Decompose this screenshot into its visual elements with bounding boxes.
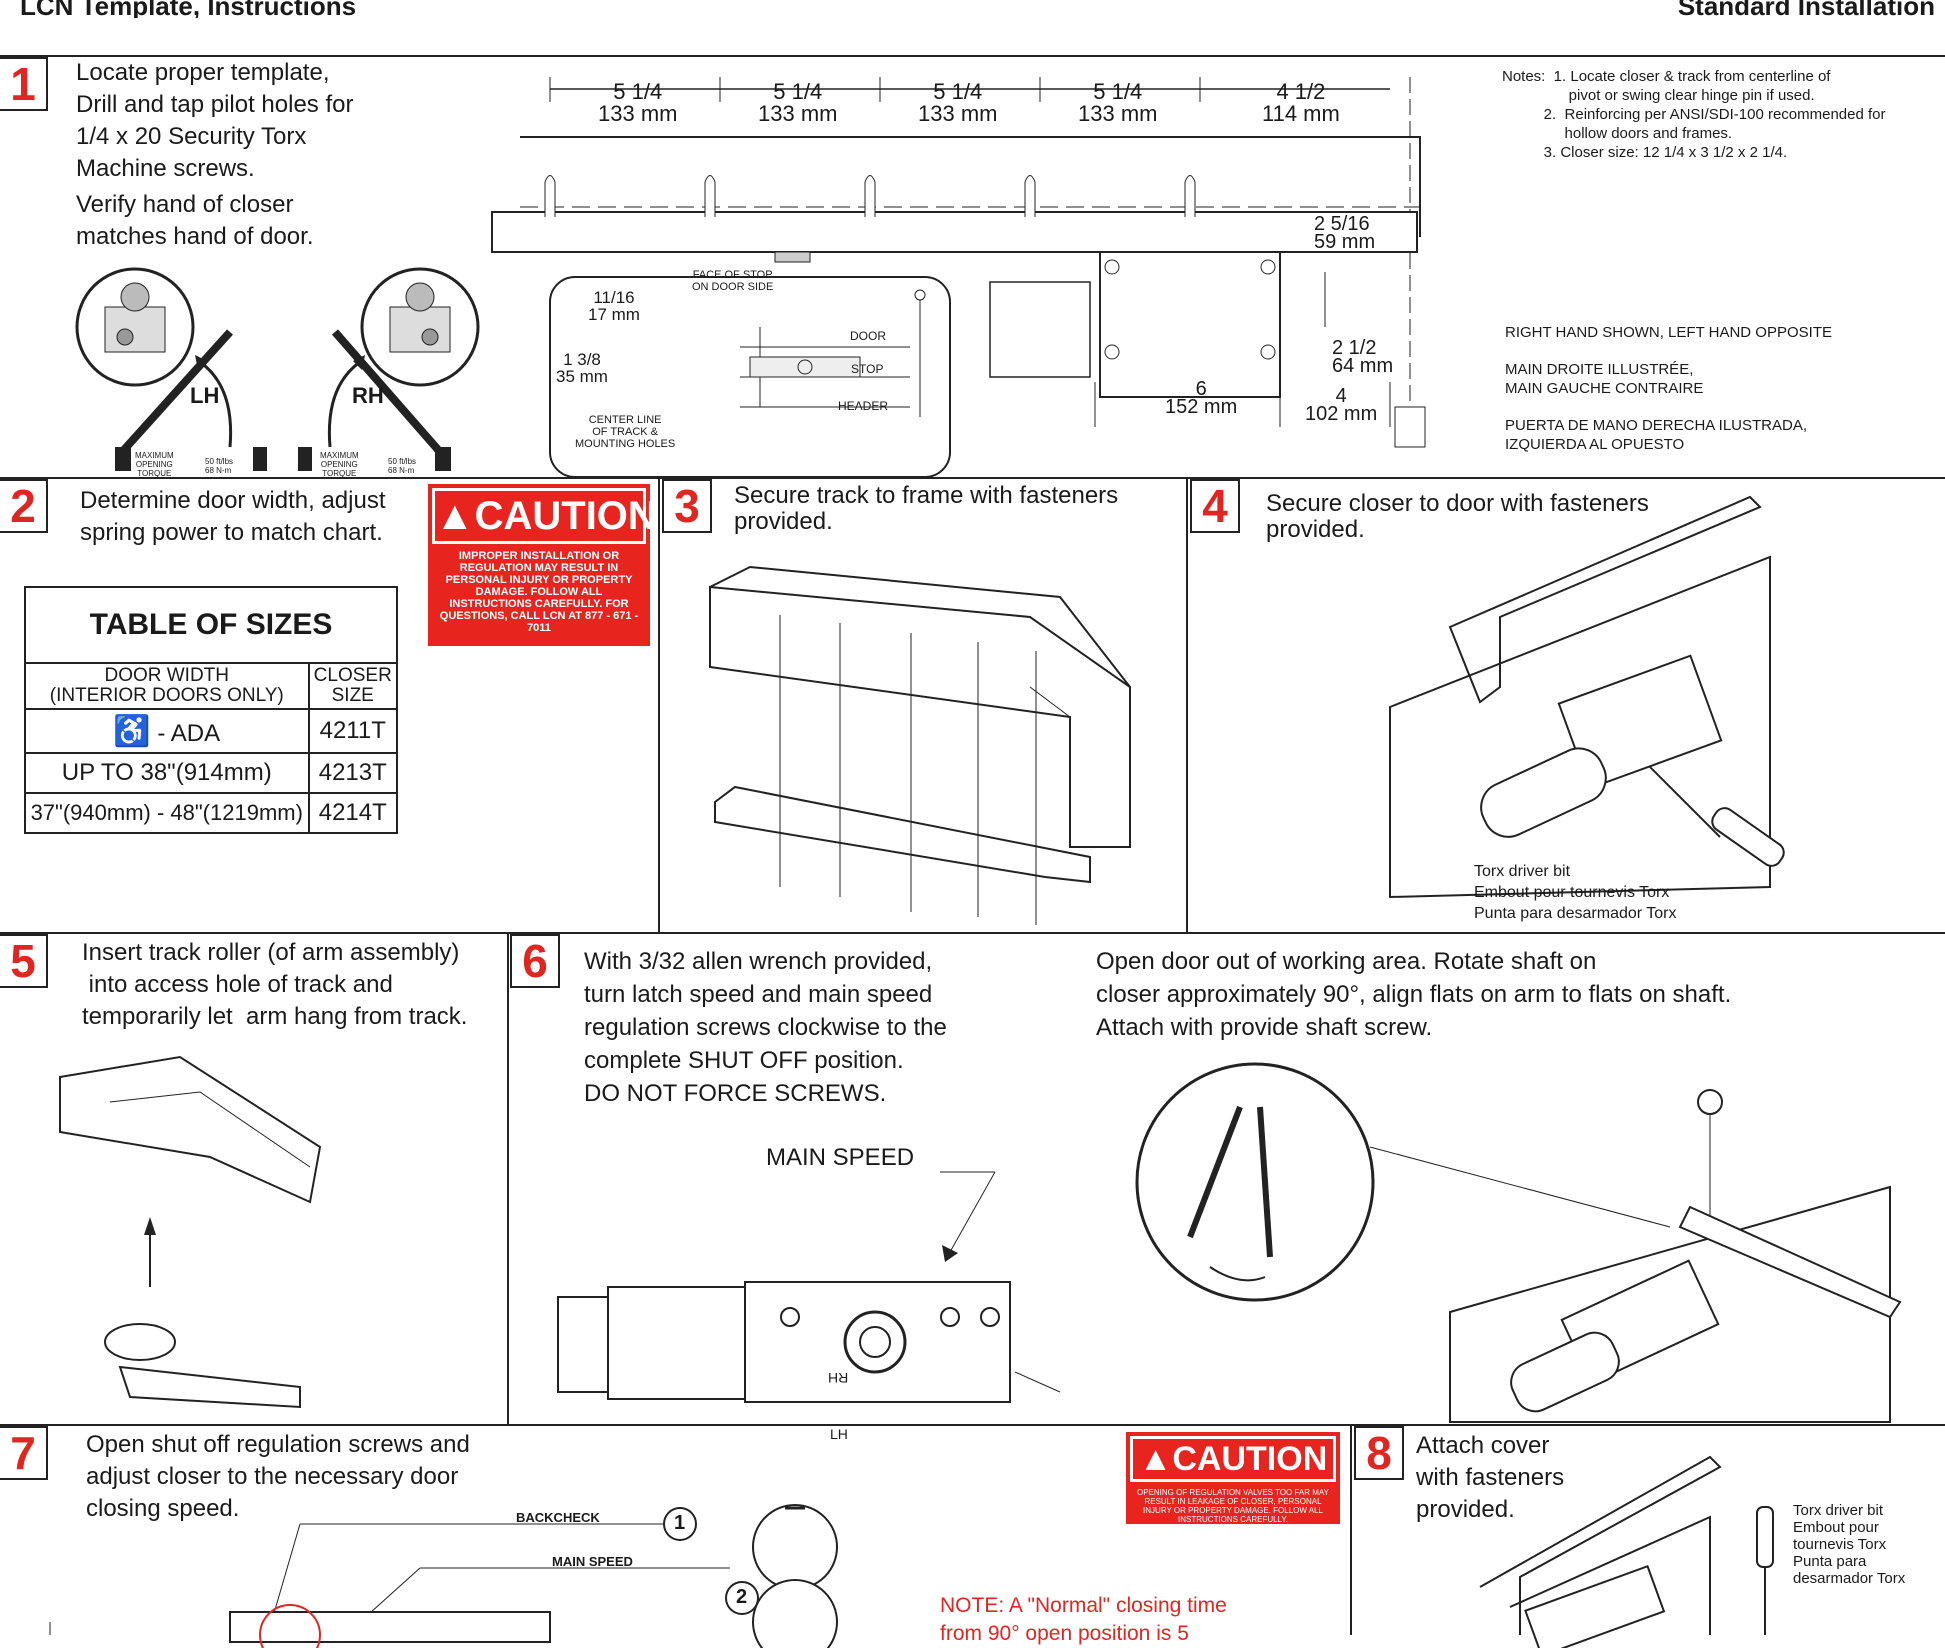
- step6-rh-label: RH: [828, 1370, 849, 1386]
- step-number-8: 8: [1354, 1426, 1404, 1480]
- rh-closer-illustration: [298, 267, 480, 471]
- table-title: TABLE OF SIZES: [24, 586, 398, 664]
- step-number-6: 6: [510, 934, 560, 988]
- step8-text: Attach cover with fasteners provided.: [1416, 1432, 1565, 1523]
- table-row: ♿ - ADA 4211T: [24, 708, 398, 754]
- row-divider-3: [0, 1424, 1945, 1426]
- callout-2: 2: [736, 1586, 748, 1608]
- step-number-1: 1: [0, 57, 48, 111]
- row-divider-1: [0, 477, 1945, 479]
- step8-driver-bit: Torx driver bit Embout pour tournevis To…: [1793, 1502, 1906, 1587]
- closer-regulation-diagram: [557, 1171, 1061, 1403]
- step4-text: Secure closer to door with fasteners pro…: [1266, 490, 1649, 543]
- regulation-adjust-diagram: [49, 1504, 838, 1648]
- header-right: Standard Installation: [1677, 0, 1935, 18]
- rh-label: RH: [352, 383, 384, 408]
- template-drawing: [491, 77, 1426, 478]
- step2-caution: ▲CAUTION IMPROPER INSTALLATION OR REGULA…: [428, 484, 657, 646]
- caution-body: IMPROPER INSTALLATION OR REGULATION MAY …: [439, 550, 639, 634]
- header-left: LCN Template, Instructions: [20, 0, 357, 18]
- callout-1: 1: [674, 1512, 686, 1534]
- step1-notes: Notes: 1. Locate closer & track from cen…: [1502, 68, 1886, 161]
- caution-heading: ▲CAUTION: [432, 488, 657, 544]
- detail-center-line: CENTER LINE OF TRACK & MOUNTING HOLES: [575, 414, 676, 450]
- backcheck-label: BACKCHECK: [516, 1510, 600, 1525]
- detail-header: HEADER: [838, 399, 889, 413]
- step3-text: Secure track to frame with fasteners pro…: [734, 482, 1119, 535]
- col-divider-7-8: [1350, 1424, 1352, 1635]
- detail-stop: STOP: [851, 362, 884, 376]
- step-number-2: 2: [0, 479, 48, 533]
- table-row: UP TO 38"(914mm) 4213T: [24, 752, 398, 794]
- lh-label: LH: [190, 383, 220, 408]
- col-divider-3-4: [1186, 477, 1188, 932]
- step7-note: NOTE: A "Normal" closing time from 90° o…: [940, 1594, 1227, 1645]
- row-divider-2: [0, 932, 1945, 934]
- caution-body-7: OPENING OF REGULATION VALVES TOO FAR MAY…: [1136, 1488, 1330, 1524]
- step-number-5: 5: [0, 934, 48, 988]
- main-speed-label-7: MAIN SPEED: [552, 1554, 633, 1569]
- table-header-width: DOOR WIDTH (INTERIOR DOORS ONLY): [24, 662, 310, 710]
- step-number-7: 7: [0, 1426, 48, 1480]
- dim-2-1-2: 2 1/2 64 mm: [1332, 337, 1394, 377]
- detail-11-16: 11/16 17 mm: [588, 288, 640, 324]
- step1-text: Locate proper template, Drill and tap pi…: [76, 59, 354, 182]
- detail-1-3-8: 1 3/8 35 mm: [556, 350, 608, 386]
- table-of-sizes: TABLE OF SIZES DOOR WIDTH (INTERIOR DOOR…: [24, 586, 398, 834]
- closer-door-illustration: [1389, 495, 1785, 899]
- rh-torque-value: 50 ft/lbs 68 N-m: [388, 457, 417, 475]
- dim-4: 4 102 mm: [1305, 385, 1378, 425]
- table-header-size: CLOSER SIZE: [307, 662, 398, 710]
- hand-french: MAIN DROITE ILLUSTRÉE, MAIN GAUCHE CONTR…: [1505, 361, 1704, 397]
- col-divider-2-3: [658, 477, 660, 932]
- arm-attach-illustration: [1135, 1062, 1902, 1423]
- cover-attach-illustration: [1479, 1455, 1774, 1648]
- caution-heading-7: ▲CAUTION: [1130, 1436, 1336, 1482]
- detail-door: DOOR: [850, 329, 886, 343]
- step6-lh-label: LH: [830, 1426, 848, 1442]
- step7-caution: ▲CAUTION OPENING OF REGULATION VALVES TO…: [1126, 1432, 1340, 1524]
- lh-closer-illustration: [75, 267, 267, 471]
- step5-text: Insert track roller (of arm assembly) in…: [82, 939, 468, 1030]
- hand-english: RIGHT HAND SHOWN, LEFT HAND OPPOSITE: [1505, 324, 1832, 341]
- step4-driver-bit: Torx driver bit Embout pour tournevis To…: [1474, 863, 1677, 922]
- wheelchair-icon: ♿: [113, 714, 151, 748]
- col-divider-5-6: [507, 932, 509, 1424]
- lh-torque-label: MAXIMUM OPENING TORQUE: [135, 451, 174, 478]
- dim-6: 6 152 mm: [1165, 378, 1238, 418]
- rh-torque-label: MAXIMUM OPENING TORQUE: [320, 451, 359, 478]
- table-row: 37"(940mm) - 48"(1219mm) 4214T: [24, 792, 398, 834]
- instruction-sheet: 1 Locate proper template, Drill and tap …: [0, 55, 1945, 1648]
- track-frame-illustration: [709, 565, 1131, 925]
- step2-text: Determine door width, adjust spring powe…: [80, 487, 386, 546]
- detail-face-of-stop: FACE OF STOP ON DOOR SIDE: [692, 269, 774, 293]
- hand-spanish: PUERTA DE MANO DERECHA ILUSTRADA, IZQUIE…: [1505, 417, 1808, 453]
- step-number-4: 4: [1190, 479, 1240, 533]
- step1-verify-text: Verify hand of closer matches hand of do…: [76, 191, 314, 250]
- step6-text-right: Open door out of working area. Rotate sh…: [1096, 948, 1732, 1041]
- main-speed-label: MAIN SPEED: [766, 1144, 915, 1171]
- track-roller-illustration: [59, 1055, 322, 1409]
- lh-torque-value: 50 ft/lbs 68 N-m: [205, 457, 234, 475]
- step-number-3: 3: [662, 479, 712, 533]
- step6-text: With 3/32 allen wrench provided, turn la…: [584, 948, 947, 1107]
- step7-text: Open shut off regulation screws and adju…: [86, 1431, 470, 1522]
- dim-2-5-16: 2 5/16 59 mm: [1314, 213, 1376, 253]
